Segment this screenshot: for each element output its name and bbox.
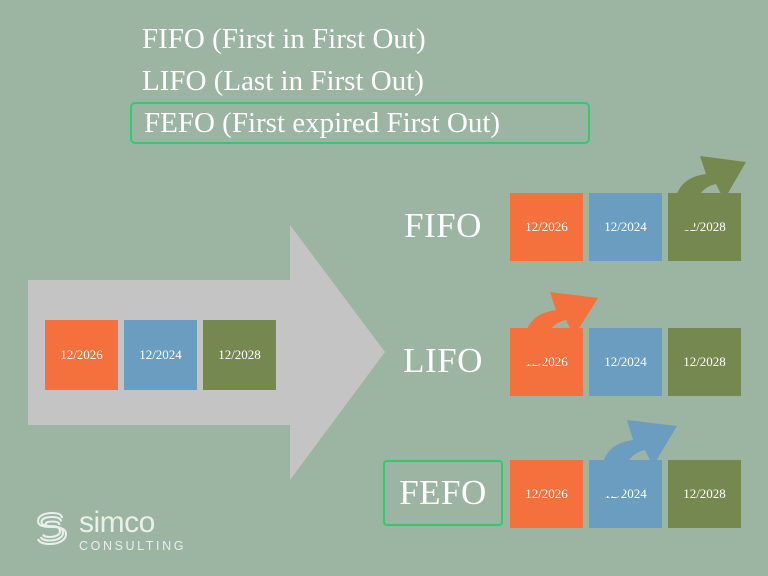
logo-name: simco xyxy=(79,506,155,539)
method-box-fifo-2: 12/2024 xyxy=(589,193,662,261)
method-box-label: 12/2028 xyxy=(683,219,726,234)
legend-item-lifo-label: LIFO (Last in First Out) xyxy=(142,65,424,97)
source-box-label: 12/2028 xyxy=(218,347,261,362)
method-box-fifo-3: 12/2028 xyxy=(668,193,741,261)
method-box-label: 12/2026 xyxy=(525,219,568,234)
method-box-lifo-3: 12/2028 xyxy=(668,328,741,396)
method-box-fefo-2: 12/2024 xyxy=(589,460,662,528)
legend-item-fifo: FIFO (First in First Out) xyxy=(130,18,600,60)
method-box-label: 12/2028 xyxy=(683,486,726,501)
source-box: 12/2026 xyxy=(45,320,118,390)
source-box-label: 12/2026 xyxy=(60,347,103,362)
method-label-fefo-text: FEFO xyxy=(399,473,487,512)
legend-item-fefo-label: FEFO (First expired First Out) xyxy=(144,107,501,139)
source-box-row: 12/2026 12/2024 12/2028 xyxy=(45,320,276,390)
method-row-fefo: FEFO 12/2026 12/2024 12/2028 xyxy=(370,420,768,552)
method-box-label: 12/2028 xyxy=(683,354,726,369)
source-box: 12/2024 xyxy=(124,320,197,390)
method-label-fefo: FEFO xyxy=(383,460,503,526)
method-box-fefo-1: 12/2026 xyxy=(510,460,583,528)
method-box-row-fefo: 12/2026 12/2024 12/2028 xyxy=(510,460,741,528)
source-box-label: 12/2024 xyxy=(139,347,182,362)
logo-tagline: CONSULTING xyxy=(79,539,187,553)
method-box-label: 12/2024 xyxy=(604,354,647,369)
legend-item-fefo: FEFO (First expired First Out) xyxy=(130,102,590,144)
method-label-fifo-text: FIFO xyxy=(404,206,482,245)
logo-text-block: simco CONSULTING xyxy=(79,508,186,553)
brand-logo: simco CONSULTING xyxy=(32,508,186,553)
method-box-label: 12/2026 xyxy=(525,486,568,501)
method-box-label: 12/2026 xyxy=(525,354,568,369)
method-label-lifo: LIFO xyxy=(383,328,503,394)
method-box-label: 12/2024 xyxy=(604,486,647,501)
method-label-lifo-text: LIFO xyxy=(403,341,483,380)
method-box-lifo-1: 12/2026 xyxy=(510,328,583,396)
method-row-lifo: LIFO 12/2026 12/2024 12/2028 xyxy=(370,292,768,420)
method-box-fifo-1: 12/2026 xyxy=(510,193,583,261)
method-box-lifo-2: 12/2024 xyxy=(589,328,662,396)
simco-s-mark-icon xyxy=(36,512,68,546)
method-label-fifo: FIFO xyxy=(383,193,503,259)
method-box-row-fifo: 12/2026 12/2024 12/2028 xyxy=(510,193,741,261)
method-box-label: 12/2024 xyxy=(604,219,647,234)
method-legend-list: FIFO (First in First Out) LIFO (Last in … xyxy=(130,18,600,144)
legend-item-fifo-label: FIFO (First in First Out) xyxy=(142,23,426,55)
legend-item-lifo: LIFO (Last in First Out) xyxy=(130,60,600,102)
method-box-fefo-3: 12/2028 xyxy=(668,460,741,528)
method-box-row-lifo: 12/2026 12/2024 12/2028 xyxy=(510,328,741,396)
source-box: 12/2028 xyxy=(203,320,276,390)
method-row-fifo: FIFO 12/2026 12/2024 12/2028 xyxy=(370,156,768,285)
